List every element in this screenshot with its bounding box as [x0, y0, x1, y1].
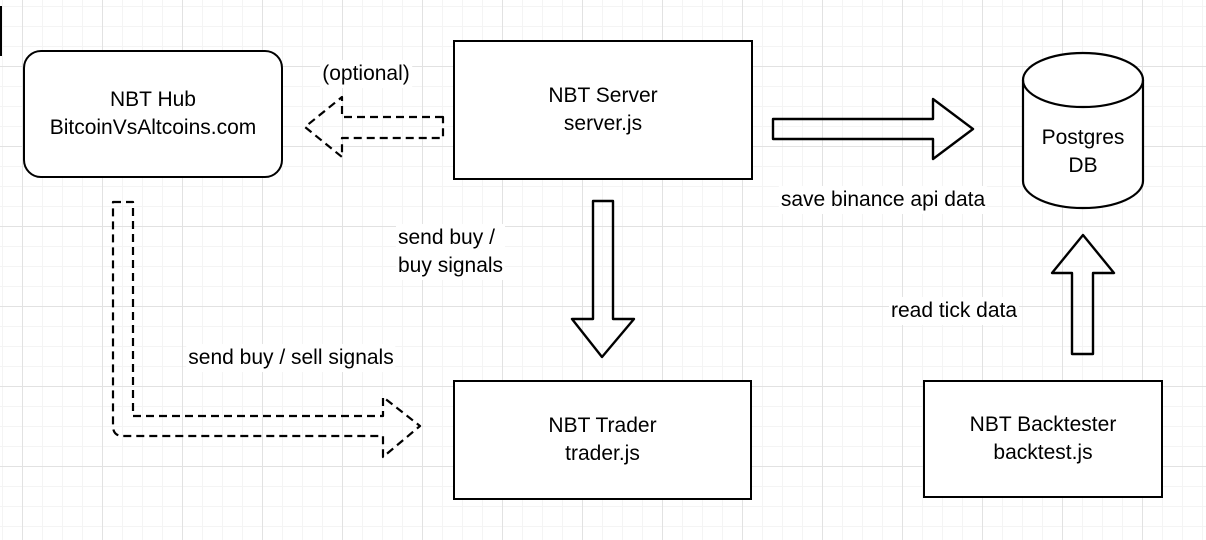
edge-label-send-buy-line1: send buy / — [398, 226, 495, 249]
node-nbt-hub-title: NBT Hub — [110, 88, 196, 111]
node-postgres-db-subtitle: DB — [1068, 154, 1098, 177]
cylinder-top-rim — [1021, 79, 1145, 109]
node-nbt-trader-subtitle: trader.js — [565, 442, 640, 465]
node-nbt-server-title: NBT Server — [548, 84, 658, 107]
arrow-hub-to-trader[interactable] — [111, 200, 422, 459]
edge-label-read-tick: read tick data — [888, 297, 1020, 325]
arrow-server-to-trader[interactable] — [570, 199, 636, 359]
node-postgres-db-title: Postgres — [1041, 126, 1125, 149]
node-nbt-trader[interactable]: NBT Trader trader.js — [453, 380, 752, 500]
arrow-backtester-to-postgres[interactable] — [1050, 233, 1116, 356]
cylinder-body — [1021, 51, 1145, 210]
node-nbt-backtester-subtitle: backtest.js — [993, 441, 1093, 464]
arrow-server-to-postgres[interactable] — [771, 97, 975, 161]
node-nbt-backtester-title: NBT Backtester — [969, 413, 1117, 436]
edge-label-send-buy-sell: send buy / sell signals — [186, 344, 396, 372]
node-nbt-trader-title: NBT Trader — [548, 414, 657, 437]
postgres-db-cylinder[interactable] — [1021, 51, 1145, 210]
node-nbt-server[interactable]: NBT Server server.js — [453, 40, 753, 180]
arrow-server-to-hub-optional[interactable] — [303, 95, 445, 159]
node-nbt-server-subtitle: server.js — [563, 112, 643, 135]
node-nbt-hub[interactable]: NBT Hub BitcoinVsAltcoins.com — [23, 50, 283, 178]
node-nbt-backtester[interactable]: NBT Backtester backtest.js — [923, 380, 1163, 498]
edge-label-optional: (optional) — [320, 60, 412, 88]
edge-label-send-buy: send buy / buy signals — [396, 224, 506, 280]
node-postgres-db-label[interactable]: Postgres DB — [1023, 114, 1143, 190]
edge-label-save-binance: save binance api data — [778, 186, 988, 214]
edge-label-send-buy-line2: buy signals — [398, 254, 504, 277]
window-edge-artifact — [0, 6, 2, 56]
node-nbt-hub-subtitle: BitcoinVsAltcoins.com — [49, 116, 257, 139]
